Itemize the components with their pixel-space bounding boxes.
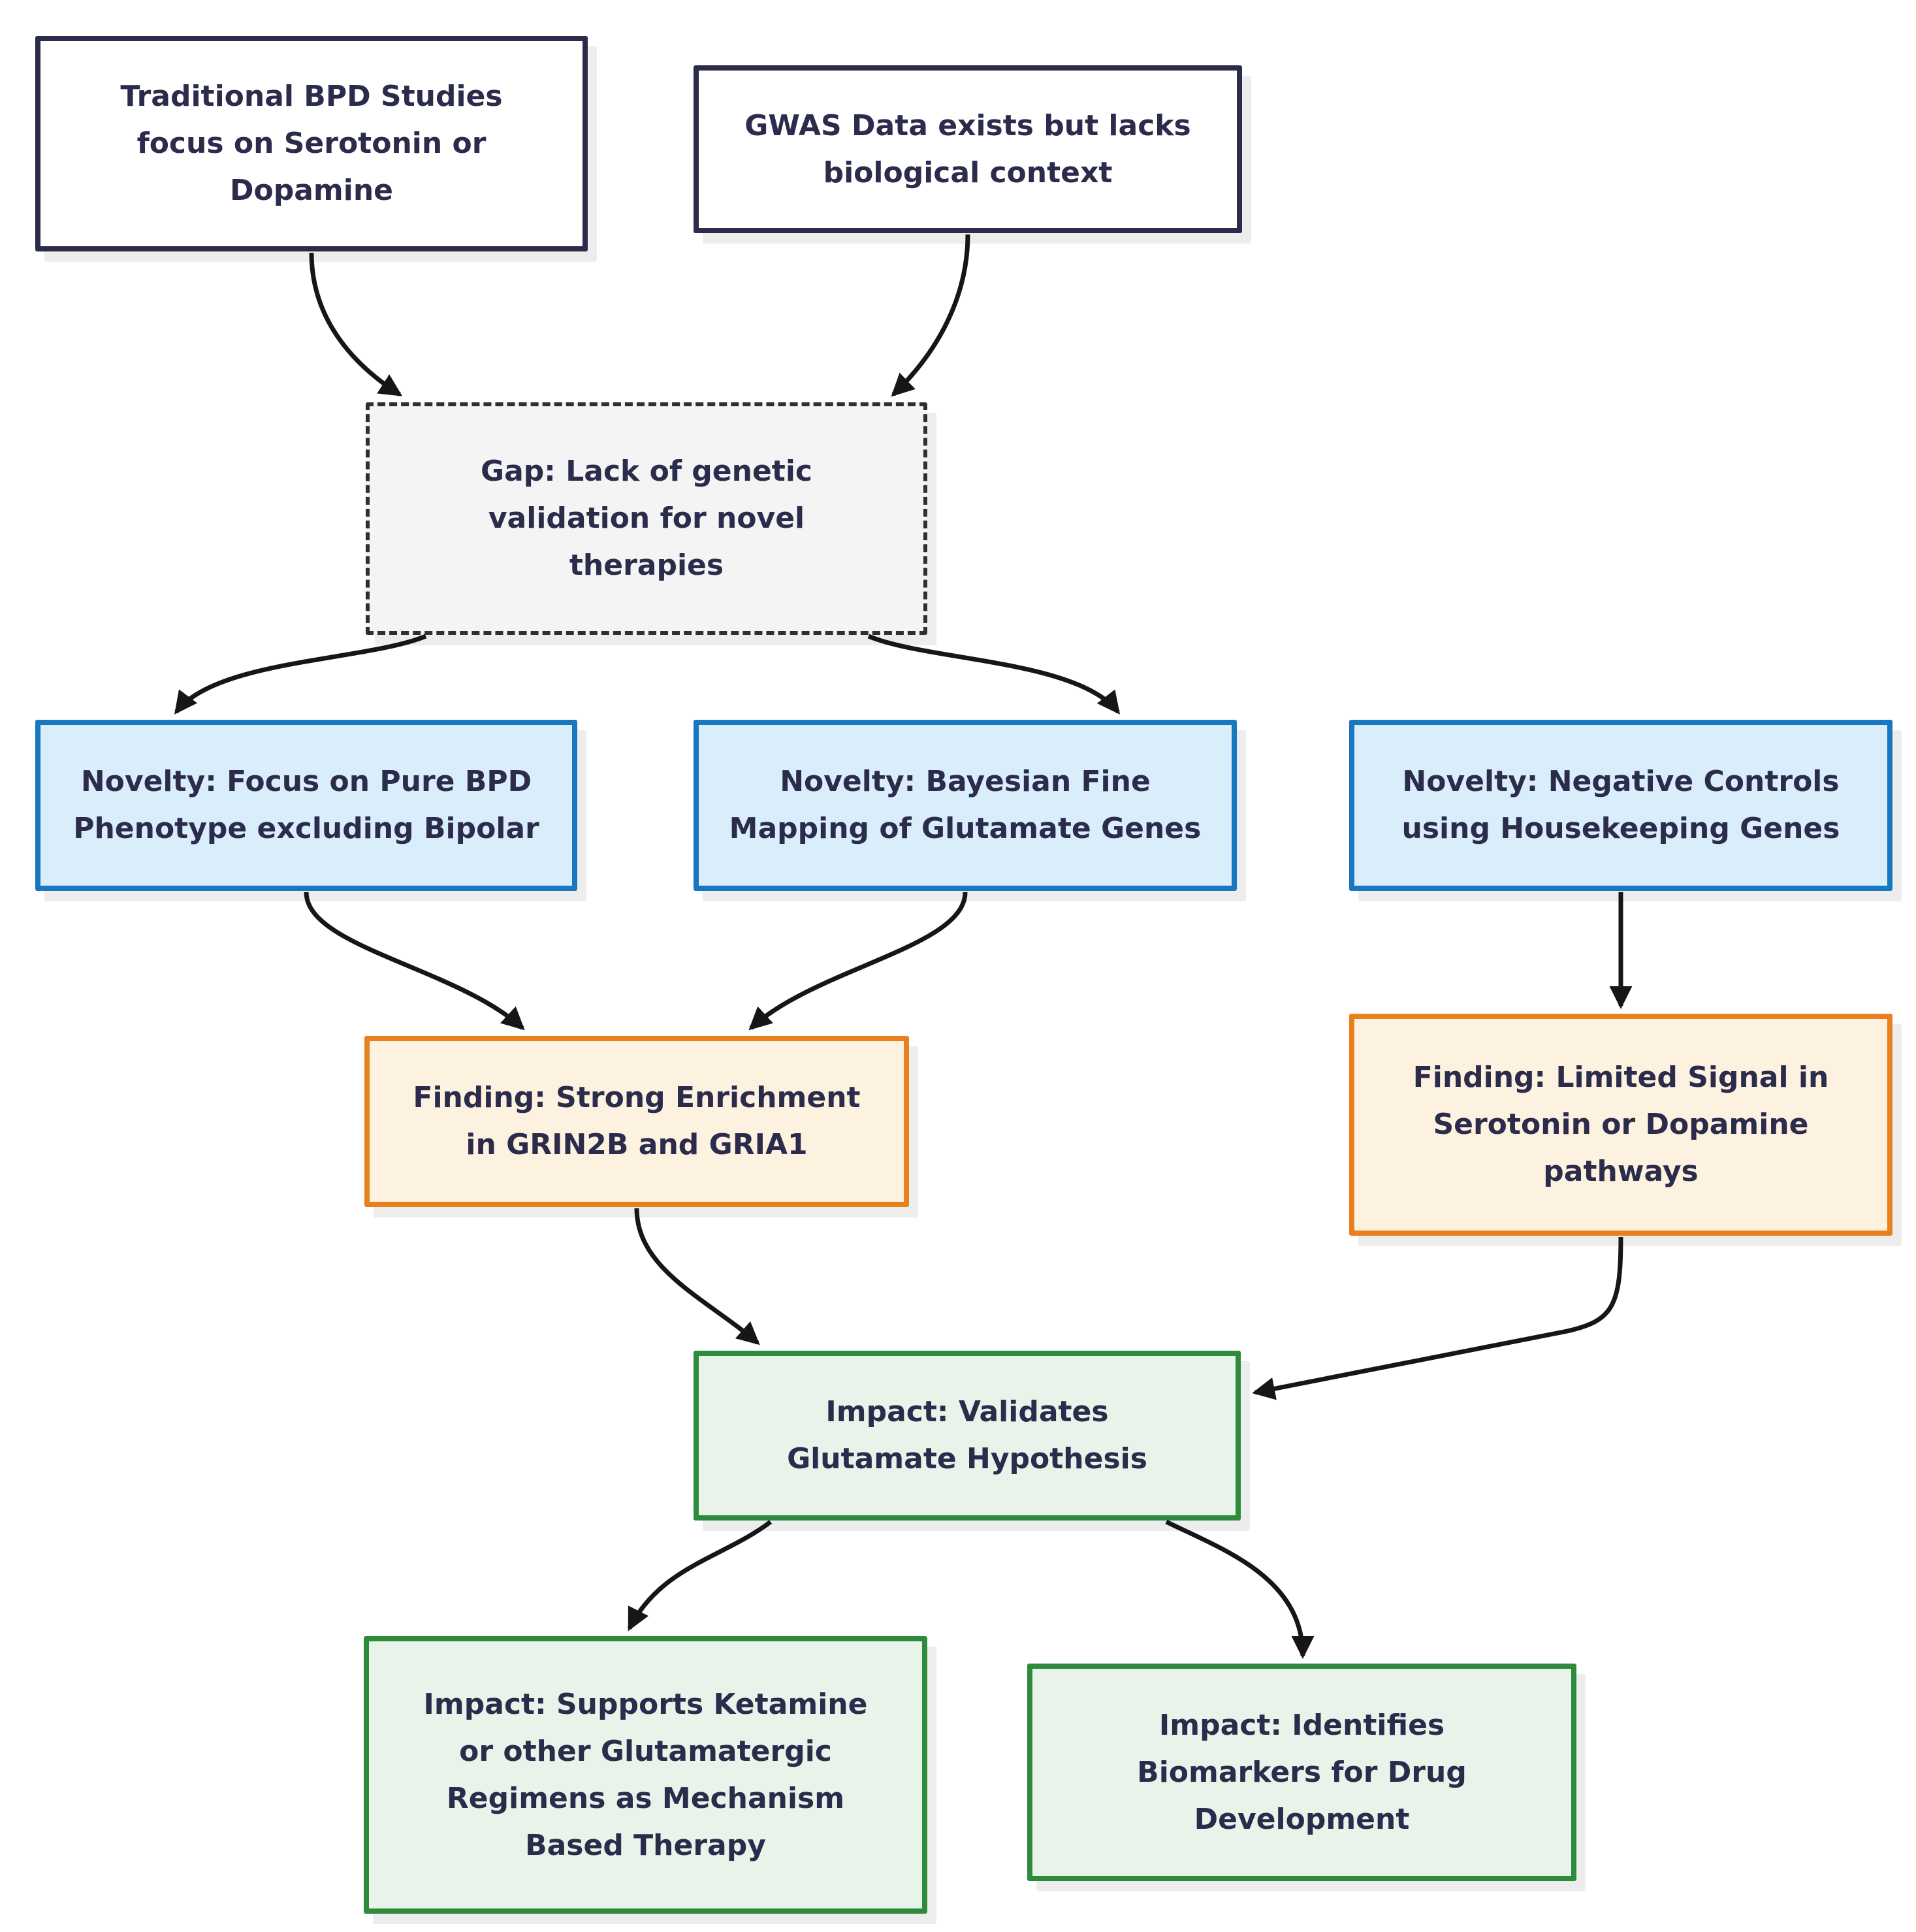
- edge-traditional-to-gap: [309, 252, 403, 396]
- edge-gap-to-novelty-mapping: [867, 634, 1121, 715]
- node-finding-limited-label: Finding: Limited Signal in Serotonin or …: [1413, 1061, 1829, 1188]
- node-impact-ketamine: Impact: Supports Ketamine or other Gluta…: [364, 1636, 927, 1914]
- node-novelty-phenotype: Novelty: Focus on Pure BPD Phenotype exc…: [35, 720, 577, 891]
- node-impact-biomarkers: Impact: Identifies Biomarkers for Drug D…: [1027, 1664, 1576, 1881]
- node-impact-validates-label: Impact: Validates Glutamate Hypothesis: [787, 1395, 1147, 1475]
- node-novelty-mapping-label: Novelty: Bayesian Fine Mapping of Glutam…: [729, 765, 1202, 845]
- node-novelty-controls-label: Novelty: Negative Controls using Houseke…: [1401, 765, 1840, 845]
- edge-impact-validates-to-impact-biomarkers: [1165, 1519, 1315, 1659]
- node-impact-ketamine-label: Impact: Supports Ketamine or other Gluta…: [423, 1687, 868, 1862]
- node-gwas-data-label: GWAS Data exists but lacks biological co…: [744, 108, 1191, 189]
- node-gwas-data: GWAS Data exists but lacks biological co…: [694, 65, 1242, 233]
- edge-finding-enrichment-to-impact-validates: [634, 1208, 760, 1345]
- edge-novelty-mapping-to-finding-enrichment: [748, 892, 968, 1031]
- edge-impact-validates-to-impact-ketamine: [627, 1520, 773, 1632]
- node-novelty-mapping: Novelty: Bayesian Fine Mapping of Glutam…: [694, 720, 1237, 891]
- node-impact-validates: Impact: Validates Glutamate Hypothesis: [694, 1351, 1241, 1521]
- node-finding-enrichment-label: Finding: Strong Enrichment in GRIN2B and…: [413, 1081, 861, 1161]
- node-finding-enrichment: Finding: Strong Enrichment in GRIN2B and…: [364, 1036, 909, 1207]
- node-impact-biomarkers-label: Impact: Identifies Biomarkers for Drug D…: [1137, 1708, 1467, 1836]
- edge-gwas-to-gap: [891, 234, 970, 397]
- node-traditional-studies-label: Traditional BPD Studies focus on Seroton…: [120, 80, 503, 207]
- node-gap-label: Gap: Lack of genetic validation for nove…: [481, 455, 812, 582]
- node-finding-limited: Finding: Limited Signal in Serotonin or …: [1349, 1014, 1892, 1236]
- node-novelty-phenotype-label: Novelty: Focus on Pure BPD Phenotype exc…: [73, 765, 539, 845]
- node-traditional-studies: Traditional BPD Studies focus on Seroton…: [35, 36, 588, 251]
- edge-novelty-phenotype-to-finding-enrichment: [304, 892, 525, 1031]
- node-novelty-controls: Novelty: Negative Controls using Houseke…: [1349, 720, 1892, 891]
- node-gap: Gap: Lack of genetic validation for nove…: [366, 402, 927, 635]
- edge-finding-limited-to-impact-validates: [1252, 1236, 1623, 1400]
- edge-gap-to-novelty-phenotype: [174, 634, 427, 715]
